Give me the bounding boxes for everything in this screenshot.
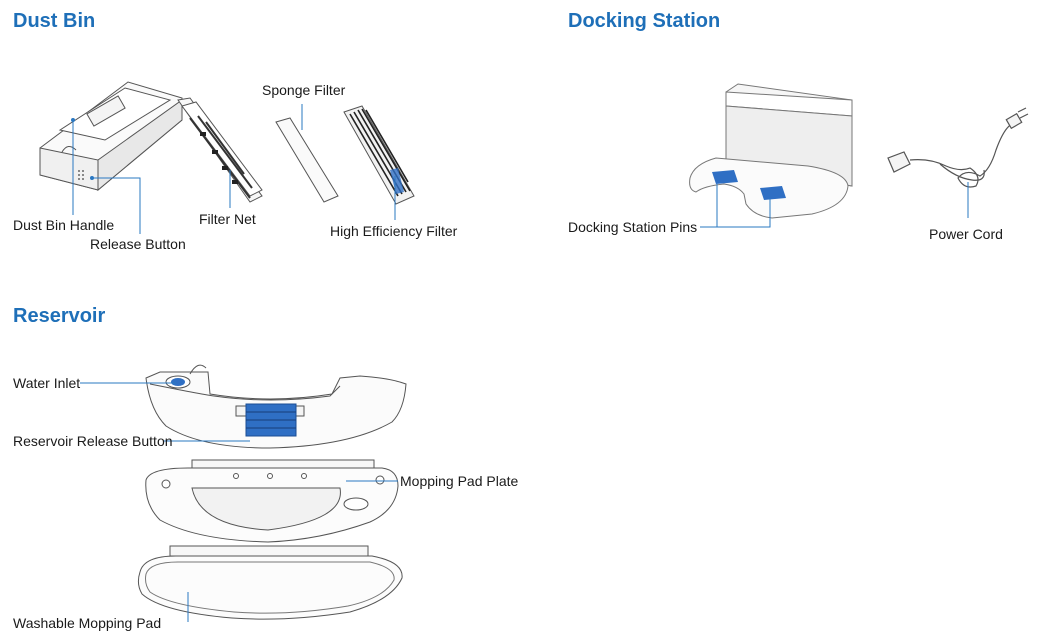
docking-station-pins-label: Docking Station Pins <box>568 219 698 235</box>
dust-bin-title: Dust Bin <box>13 10 96 32</box>
dust-bin-handle-label: Dust Bin Handle <box>13 217 115 233</box>
dust-bin-leader-lines <box>71 104 396 234</box>
power-cord-label: Power Cord <box>929 226 1003 242</box>
sponge-filter-label: Sponge Filter <box>262 82 346 98</box>
high-efficiency-filter-illustration <box>343 105 415 205</box>
water-inlet-label: Water Inlet <box>13 375 81 391</box>
docking-station-illustration <box>689 83 853 219</box>
sponge-filter-illustration <box>275 117 339 203</box>
washable-mopping-pad-label: Washable Mopping Pad <box>13 615 162 631</box>
dust-bin-illustration <box>39 81 263 203</box>
washable-mopping-pad-illustration <box>137 545 403 620</box>
reservoir-leader-lines <box>80 382 250 442</box>
reservoir-release-button-label: Reservoir Release Button <box>13 433 173 449</box>
power-cord-illustration <box>887 107 1029 188</box>
release-button-label: Release Button <box>90 236 186 252</box>
filter-net-label: Filter Net <box>199 211 256 227</box>
reservoir-title: Reservoir <box>13 305 106 327</box>
mopping-pad-plate-label: Mopping Pad Plate <box>400 473 519 489</box>
reservoir-illustration <box>145 364 407 449</box>
high-efficiency-filter-label: High Efficiency Filter <box>330 223 458 239</box>
docking-pins-leader-lines <box>700 184 771 228</box>
mopping-pad-plate-illustration <box>145 459 399 543</box>
docking-station-title: Docking Station <box>568 10 721 32</box>
